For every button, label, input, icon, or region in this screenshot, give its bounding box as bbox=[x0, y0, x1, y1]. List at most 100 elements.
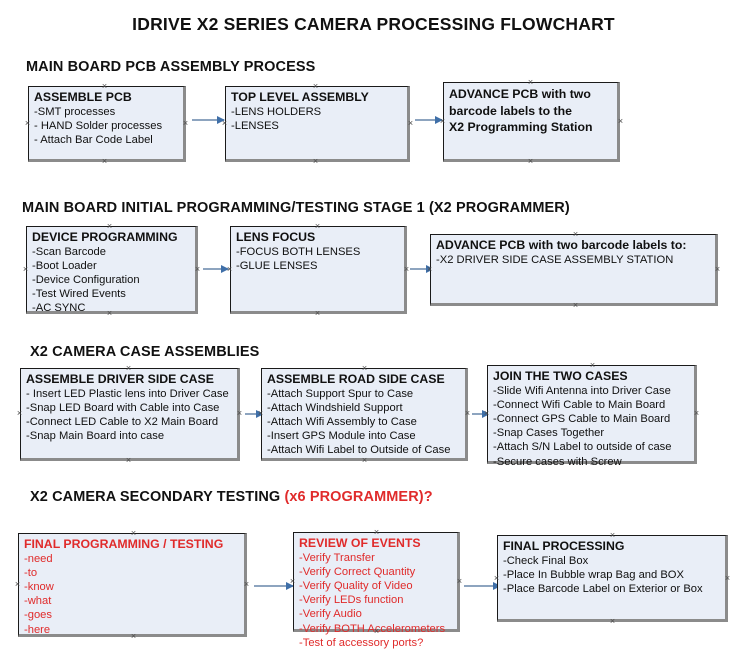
node-title-line: barcode labels to the bbox=[449, 103, 572, 118]
node-assemble-road-side-case[interactable]: ASSEMBLE ROAD SIDE CASE -Attach Support … bbox=[261, 368, 468, 461]
node-line: -Connect Wifi Cable to Main Board bbox=[493, 398, 666, 411]
connection-handle-bottom[interactable] bbox=[313, 309, 322, 318]
arrow-top-level-to-advance bbox=[415, 115, 443, 124]
arrow-road-case-to-join bbox=[472, 409, 490, 418]
arrow-driver-case-to-road-case bbox=[245, 409, 264, 418]
node-line: -Snap LED Board with Cable into Case bbox=[26, 401, 220, 414]
node-line: -GLUE LENSES bbox=[236, 259, 318, 272]
node-advance-pcb-station[interactable]: ADVANCE PCB with two barcode labels to t… bbox=[443, 82, 620, 162]
connection-handle-right[interactable] bbox=[235, 409, 244, 418]
node-title: TOP LEVEL ASSEMBLY bbox=[231, 90, 369, 104]
node-line: - Insert LED Plastic lens into Driver Ca… bbox=[26, 387, 229, 400]
node-title: REVIEW OF EVENTS bbox=[299, 536, 421, 550]
connection-handle-left[interactable] bbox=[13, 580, 22, 589]
node-title-line: X2 Programming Station bbox=[449, 120, 593, 134]
node-title-line: ADVANCE PCB with two bbox=[449, 87, 591, 101]
connection-handle-right[interactable] bbox=[406, 119, 415, 128]
node-title: ASSEMBLE ROAD SIDE CASE bbox=[267, 372, 445, 386]
node-line: -Attach S/N Label to outside of case bbox=[493, 441, 672, 454]
connection-handle-right[interactable] bbox=[463, 409, 472, 418]
node-final-processing[interactable]: FINAL PROCESSING -Check Final Box -Place… bbox=[497, 535, 728, 622]
connection-handle-left[interactable] bbox=[21, 265, 30, 274]
connection-handle-left[interactable] bbox=[15, 409, 24, 418]
arrow-final-prog-to-review bbox=[254, 581, 294, 590]
node-line: -Secure cases with Screw bbox=[493, 455, 622, 468]
connection-handle-bottom[interactable] bbox=[124, 456, 133, 465]
node-line: -Attach Wifi Label to Outside of Case bbox=[267, 444, 451, 457]
node-line: -SMT processes bbox=[34, 105, 116, 118]
connection-handle-right[interactable] bbox=[713, 265, 722, 274]
connection-handle-right[interactable] bbox=[193, 265, 202, 274]
node-advance-pcb-driver-station[interactable]: ADVANCE PCB with two barcode labels to: … bbox=[430, 234, 718, 306]
node-title: FINAL PROGRAMMING / TESTING bbox=[24, 537, 224, 551]
connection-handle-bottom[interactable] bbox=[526, 157, 535, 166]
node-line: -X2 DRIVER SIDE CASE ASSEMBLY STATION bbox=[436, 253, 674, 266]
connection-handle-bottom[interactable] bbox=[311, 157, 320, 166]
node-lens-focus[interactable]: LENS FOCUS -FOCUS BOTH LENSES -GLUE LENS… bbox=[230, 226, 407, 314]
connection-handle-bottom[interactable] bbox=[571, 301, 580, 310]
connection-handle-right[interactable] bbox=[181, 119, 190, 128]
node-review-of-events[interactable]: REVIEW OF EVENTS -Verify Transfer -Verif… bbox=[293, 532, 460, 649]
node-title: ADVANCE PCB with two barcode labels to: bbox=[436, 238, 687, 252]
node-line: -Check Final Box bbox=[503, 554, 589, 567]
node-line: -here bbox=[24, 623, 51, 636]
node-line: -Attach Support Spur to Case bbox=[267, 387, 414, 400]
connection-handle-bottom[interactable] bbox=[608, 617, 617, 626]
node-assemble-driver-side-case[interactable]: ASSEMBLE DRIVER SIDE CASE - Insert LED P… bbox=[20, 368, 240, 461]
node-line: -what bbox=[24, 595, 52, 608]
connection-handle-right[interactable] bbox=[723, 574, 732, 583]
connection-handle-right[interactable] bbox=[455, 577, 464, 586]
section-heading-accent-text: (x6 PROGRAMMER)? bbox=[284, 489, 433, 505]
node-title: ASSEMBLE PCB bbox=[34, 90, 132, 104]
node-line: -Verify Audio bbox=[299, 608, 362, 621]
connection-handle-left[interactable] bbox=[23, 119, 32, 128]
node-line: -Connect LED Cable to X2 Main Board bbox=[26, 415, 219, 428]
node-title: DEVICE PROGRAMMING bbox=[32, 230, 178, 244]
node-title: LENS FOCUS bbox=[236, 230, 316, 244]
section-heading-pcb-assembly: MAIN BOARD PCB ASSEMBLY PROCESS bbox=[26, 59, 316, 75]
section-heading-case-assemblies: X2 CAMERA CASE ASSEMBLIES bbox=[30, 344, 260, 360]
arrow-device-to-lens-focus bbox=[203, 264, 229, 273]
node-line: -LENSES bbox=[231, 119, 279, 132]
node-line: -Device Configuration bbox=[32, 273, 140, 286]
node-line: -FOCUS BOTH LENSES bbox=[236, 245, 361, 258]
node-final-programming-testing[interactable]: FINAL PROGRAMMING / TESTING -need -to -k… bbox=[18, 533, 247, 637]
connection-handle-right[interactable] bbox=[692, 409, 701, 418]
node-device-programming[interactable]: DEVICE PROGRAMMING -Scan Barcode -Boot L… bbox=[26, 226, 198, 314]
node-top-level-assembly[interactable]: TOP LEVEL ASSEMBLY -LENS HOLDERS -LENSES bbox=[225, 86, 410, 162]
node-line: -Verify Correct Quantity bbox=[299, 565, 416, 578]
node-line: -Boot Loader bbox=[32, 259, 97, 272]
page-title: IDRIVE X2 SERIES CAMERA PROCESSING FLOWC… bbox=[132, 14, 615, 34]
node-line: -Slide Wifi Antenna into Driver Case bbox=[493, 384, 671, 397]
section-heading-initial-programming: MAIN BOARD INITIAL PROGRAMMING/TESTING S… bbox=[22, 200, 570, 216]
node-line: -Connect GPS Cable to Main Board bbox=[493, 412, 671, 425]
node-line: - Attach Bar Code Label bbox=[34, 133, 153, 146]
node-assemble-pcb[interactable]: ASSEMBLE PCB -SMT processes - HAND Solde… bbox=[28, 86, 186, 162]
arrow-review-to-final-processing bbox=[464, 581, 501, 590]
node-line: -Place Barcode Label on Exterior or Box bbox=[503, 582, 703, 595]
node-line: - HAND Solder processes bbox=[34, 119, 163, 132]
node-line: -Verify BOTH Accelerometers bbox=[299, 622, 446, 635]
connection-handle-right[interactable] bbox=[242, 580, 251, 589]
node-join-the-two-cases[interactable]: JOIN THE TWO CASES -Slide Wifi Antenna i… bbox=[487, 365, 697, 468]
node-line: -goes bbox=[24, 609, 52, 622]
arrow-pcb-to-top-level bbox=[192, 115, 225, 124]
node-line: -Place In Bubble wrap Bag and BOX bbox=[503, 568, 684, 581]
node-line: -Attach Wifi Assembly to Case bbox=[267, 415, 417, 428]
connection-handle-right[interactable] bbox=[616, 117, 625, 126]
node-line: -LENS HOLDERS bbox=[231, 105, 322, 118]
node-line: -Verify Quality of Video bbox=[299, 579, 413, 592]
node-line: -to bbox=[24, 566, 38, 579]
node-line: -Verify LEDs function bbox=[299, 594, 404, 607]
section-heading-secondary-testing: X2 CAMERA SECONDARY TESTING (x6 PROGRAMM… bbox=[30, 489, 433, 505]
node-line: -Insert GPS Module into Case bbox=[267, 430, 416, 443]
node-line-overflow: -Test of accessory ports? bbox=[299, 636, 424, 649]
node-title: FINAL PROCESSING bbox=[503, 539, 625, 553]
connection-handle-bottom[interactable] bbox=[100, 157, 109, 166]
node-line: -Test Wired Events bbox=[32, 288, 126, 301]
node-line: -Scan Barcode bbox=[32, 245, 107, 258]
node-line: -Snap Main Board into case bbox=[26, 430, 165, 443]
node-line: -know bbox=[24, 580, 54, 593]
node-line: -Snap Cases Together bbox=[493, 427, 605, 440]
node-title: JOIN THE TWO CASES bbox=[493, 369, 628, 383]
